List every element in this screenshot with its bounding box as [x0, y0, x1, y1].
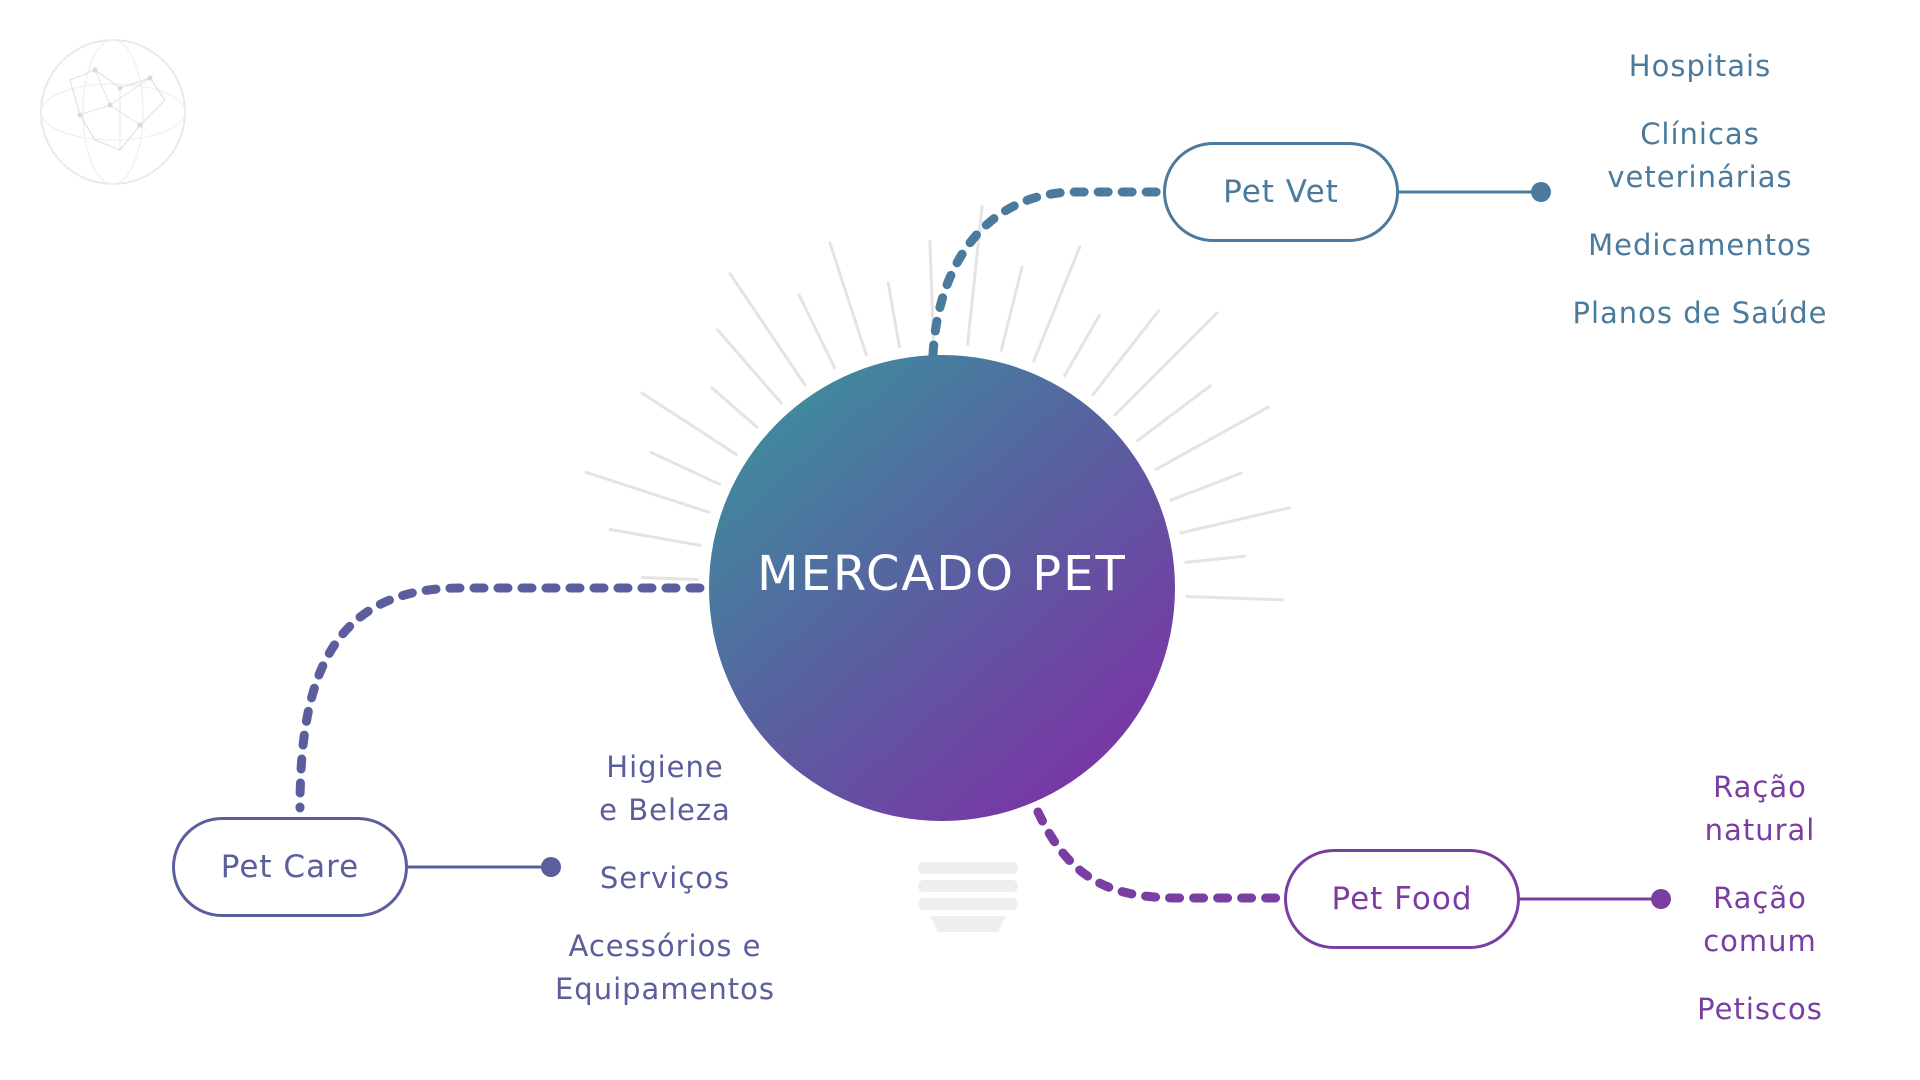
list-item: Serviços [599, 861, 731, 895]
link-pet-care-items [408, 857, 561, 877]
light-ray [1063, 313, 1101, 378]
list-item: Medicamentos [1588, 228, 1812, 262]
light-ray [797, 293, 837, 370]
light-ray [728, 272, 807, 387]
node-pet-care[interactable]: Pet Care [172, 817, 408, 917]
node-pet-vet-label: Pet Vet [1223, 174, 1339, 210]
center-node [709, 355, 1175, 821]
center-title: MERCADO PET [757, 546, 1127, 602]
light-ray [649, 450, 722, 486]
connector-pet-food [1033, 807, 1285, 903]
node-pet-food-label: Pet Food [1331, 881, 1473, 917]
endpoint-dot [1651, 889, 1671, 909]
light-ray [1032, 245, 1082, 363]
light-ray [640, 391, 739, 457]
light-rays [584, 204, 1292, 602]
list-item: Planos de Saúde [1572, 296, 1828, 330]
light-ray [1154, 405, 1270, 471]
light-ray [608, 527, 703, 547]
connector-pet-care [295, 583, 705, 813]
light-ray [1184, 554, 1246, 564]
light-ray [1185, 595, 1285, 602]
node-pet-care-label: Pet Care [220, 849, 360, 885]
light-ray [886, 281, 901, 349]
lightbulb-base-icon [918, 862, 1018, 932]
list-item: Petiscos [1697, 992, 1823, 1026]
light-ray [1136, 384, 1212, 443]
light-ray [1179, 506, 1292, 535]
light-ray [710, 386, 759, 429]
list-item: Hospitais [1628, 49, 1772, 83]
light-ray [716, 328, 783, 405]
light-ray [999, 265, 1024, 352]
endpoint-dot [541, 857, 561, 877]
light-ray [1113, 311, 1219, 417]
endpoint-dot [1531, 182, 1551, 202]
connector-pet-vet [928, 187, 1165, 360]
link-pet-vet-items [1399, 182, 1551, 202]
light-ray [1169, 471, 1243, 502]
link-pet-food-items [1520, 889, 1671, 909]
light-ray [584, 470, 711, 514]
light-ray [828, 241, 868, 357]
node-pet-food[interactable]: Pet Food [1284, 849, 1520, 949]
node-pet-vet[interactable]: Pet Vet [1163, 142, 1399, 242]
light-ray [640, 576, 699, 581]
light-ray [966, 204, 984, 346]
light-ray [1091, 309, 1161, 397]
globe-network-icon [40, 39, 186, 185]
